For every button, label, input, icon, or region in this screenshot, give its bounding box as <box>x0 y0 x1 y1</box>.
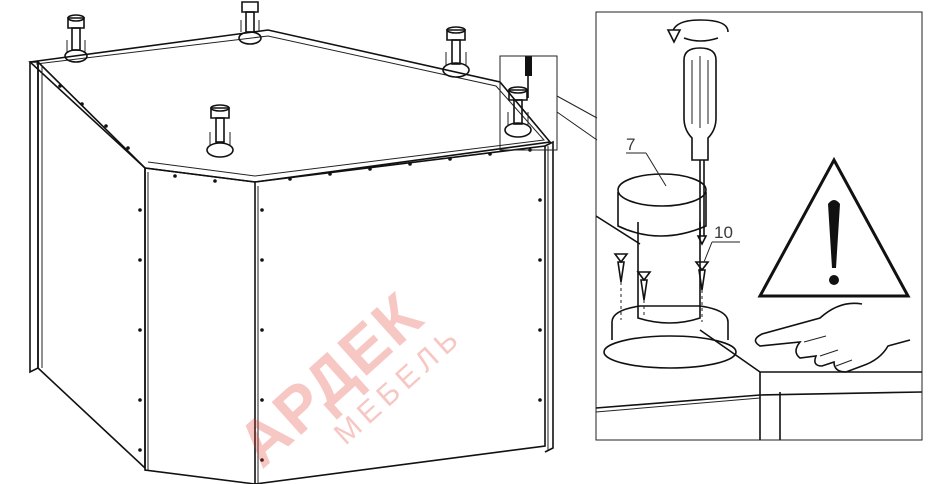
cabinet-left-side <box>29 61 39 374</box>
leg-cap <box>617 192 707 237</box>
screwdriver-icon <box>683 47 717 246</box>
detail-selection-box <box>499 55 558 151</box>
leg-2 <box>238 1 262 45</box>
cabinet-left-face <box>37 60 146 470</box>
screw-right <box>694 261 710 291</box>
leg-column <box>637 222 701 324</box>
leg-4 <box>206 104 234 158</box>
pointing-hand-icon <box>754 302 911 373</box>
leg-3 <box>442 26 470 78</box>
detail-panel: 7 10 <box>595 11 923 441</box>
warning-triangle-icon <box>757 156 911 298</box>
cabinet-front-right <box>254 145 546 484</box>
callout-7-label: 7 <box>626 135 635 154</box>
callout-10: 10 <box>703 223 740 263</box>
leg-1 <box>64 14 88 63</box>
leg-5 <box>504 86 532 138</box>
clockwise-rotation-icon <box>666 19 729 44</box>
cabinet-front-left <box>144 167 256 484</box>
screw-left <box>613 253 629 283</box>
watermark: АРДЕК МЕБЕЛЬ <box>223 278 469 480</box>
cabinet-top-panel <box>28 29 552 183</box>
fastener-dots <box>58 84 542 462</box>
cabinet-right-side <box>544 140 554 453</box>
small-screwdriver <box>525 56 532 98</box>
screw-mid <box>636 271 652 301</box>
callout-10-label: 10 <box>714 223 733 242</box>
corner-cabinet <box>28 29 554 484</box>
callout-7: 7 <box>626 135 667 187</box>
